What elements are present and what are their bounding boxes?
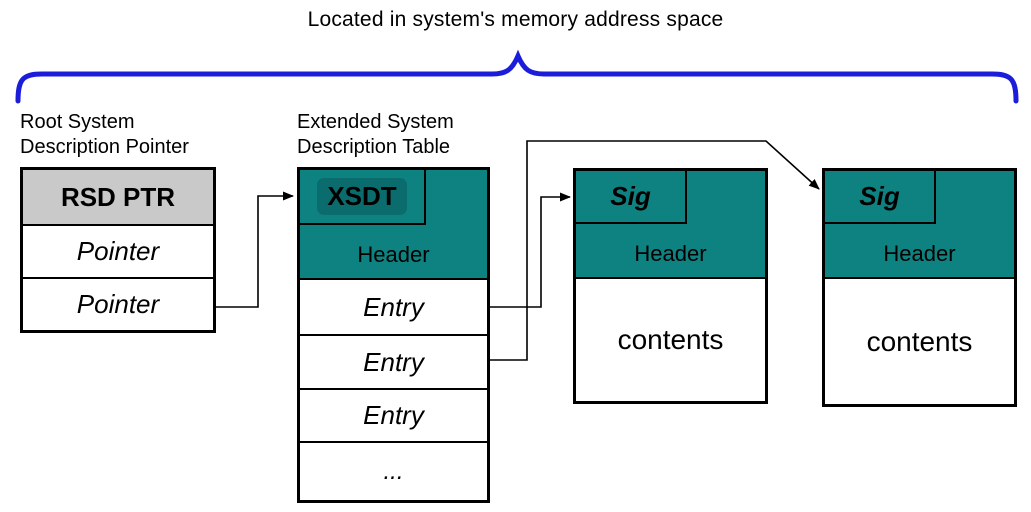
rsdp-label-line1: Root System	[20, 111, 135, 133]
rsdp-table: RSD PTR Pointer Pointer	[20, 167, 216, 333]
sig2-header-label: Header	[883, 241, 956, 266]
arrow-entry1-to-sig1	[490, 192, 571, 308]
sig1-signature-box: Sig	[576, 171, 687, 224]
xsdt-label-line2: Description Table	[297, 136, 451, 158]
xsdt-label: Extended System Description Table	[297, 110, 454, 160]
xsdt-signature-box: XSDT	[300, 170, 426, 225]
sig2-header-section: Sig Header	[825, 171, 1014, 279]
rsdp-label-line2: Description Pointer	[20, 136, 189, 158]
sig2-contents: contents	[866, 325, 973, 357]
memory-space-brace	[15, 49, 1019, 104]
rsdp-label: Root System Description Pointer	[20, 110, 189, 160]
sig1-contents: contents	[617, 324, 724, 355]
xsdt-table: XSDT Header Entry Entry Entry ...	[297, 167, 490, 503]
sig2-signature-box: Sig	[825, 171, 936, 224]
sig-table-2: Sig Header contents	[822, 168, 1017, 407]
sig1-signature: Sig	[610, 181, 651, 211]
sig-table-1: Sig Header contents	[573, 168, 768, 404]
xsdt-entry-2: Entry	[300, 334, 487, 388]
sig2-signature: Sig	[859, 181, 900, 211]
rsdp-pointer-cell-2: Pointer	[23, 277, 213, 330]
xsdt-header-section: XSDT Header	[300, 170, 487, 280]
xsdt-signature: XSDT	[317, 178, 407, 215]
sig1-header-section: Sig Header	[576, 171, 765, 279]
xsdt-entry-1: Entry	[363, 291, 424, 322]
sig1-header-label: Header	[634, 241, 707, 266]
xsdt-label-line1: Extended System	[297, 111, 454, 133]
xsdt-header-label: Header	[357, 242, 430, 267]
rsdp-signature-cell: RSD PTR	[23, 170, 213, 224]
arrow-rsdp-to-xsdt	[215, 191, 294, 308]
xsdt-ellipsis-row: ...	[300, 441, 487, 500]
diagram-title: Located in system's memory address space	[307, 8, 724, 31]
xsdt-entry-3: Entry	[300, 388, 487, 441]
rsdp-pointer-cell-1: Pointer	[23, 224, 213, 277]
